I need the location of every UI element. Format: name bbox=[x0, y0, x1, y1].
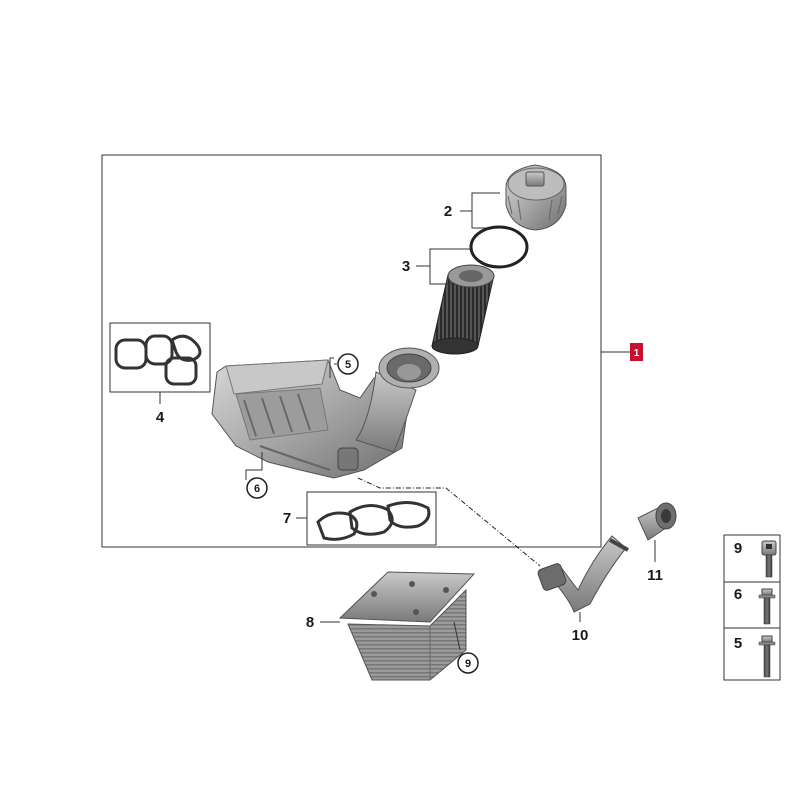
callout-11[interactable]: 11 bbox=[647, 567, 663, 584]
assembly-frame bbox=[101, 154, 602, 548]
connector-part[interactable] bbox=[637, 502, 677, 541]
flange-bolt-icon bbox=[758, 588, 776, 625]
gasket-set-4-part[interactable] bbox=[114, 334, 202, 386]
bracket-2 bbox=[471, 192, 500, 229]
callout-4[interactable]: 4 bbox=[156, 409, 165, 426]
oil-line-part[interactable] bbox=[537, 535, 629, 613]
callout-3[interactable]: 3 bbox=[402, 258, 410, 275]
callout-6-circle[interactable] bbox=[246, 477, 268, 499]
connection-line bbox=[357, 477, 541, 567]
socket-head-screw-icon bbox=[761, 540, 777, 578]
leader-line-5 bbox=[329, 357, 334, 378]
callout-7[interactable]: 7 bbox=[283, 510, 291, 527]
oil-filter-cover-part[interactable] bbox=[505, 164, 567, 231]
filter-element-part[interactable] bbox=[431, 264, 495, 355]
callout-9[interactable]: 9 bbox=[465, 658, 471, 670]
gasket-set-7-part[interactable] bbox=[316, 501, 431, 541]
callout-1-tag[interactable] bbox=[630, 343, 643, 361]
callout-10[interactable]: 10 bbox=[572, 627, 589, 644]
legend-item-6[interactable]: 6 bbox=[734, 586, 742, 603]
sealing-ring-part[interactable] bbox=[469, 225, 529, 269]
leader-line-6 bbox=[245, 452, 263, 480]
leader-line-9 bbox=[453, 621, 461, 651]
legend-item-5[interactable]: 5 bbox=[734, 635, 742, 652]
callout-9-circle[interactable] bbox=[457, 652, 479, 674]
callout-1[interactable]: 1 bbox=[634, 348, 640, 359]
callout-8[interactable]: 8 bbox=[306, 614, 314, 631]
oil-cooler-part[interactable] bbox=[338, 571, 476, 681]
gasket-set-7-box bbox=[306, 491, 437, 546]
callout-5-circle[interactable] bbox=[337, 353, 359, 375]
long-bolt-icon bbox=[758, 635, 776, 678]
callout-5[interactable]: 5 bbox=[345, 359, 351, 371]
legend-item-9[interactable]: 9 bbox=[734, 540, 742, 557]
oil-filter-housing-part[interactable] bbox=[211, 347, 440, 479]
callout-2[interactable]: 2 bbox=[444, 203, 452, 220]
callout-6[interactable]: 6 bbox=[254, 483, 260, 495]
